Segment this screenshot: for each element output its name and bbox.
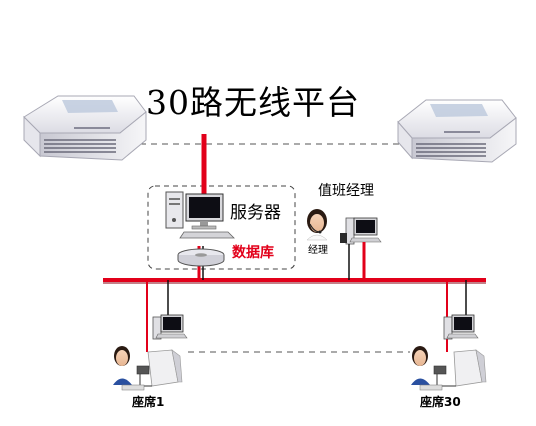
- server-group-box: [147, 185, 296, 270]
- duty-manager-computer: [340, 217, 382, 245]
- wireless-base-station-right: [397, 99, 517, 163]
- duty-manager-label: 值班经理: [318, 183, 374, 199]
- wireless-base-station-left: [23, 95, 147, 161]
- seat-first-workstation: [112, 314, 188, 391]
- database-label: 数据库: [232, 245, 274, 261]
- platform-title: 30路无线平台: [146, 83, 360, 122]
- seat-last-workstation: [410, 314, 487, 391]
- server-computer: [165, 191, 235, 239]
- server-label: 服务器: [230, 203, 281, 223]
- database-disk: [177, 248, 225, 267]
- duty-manager-avatar: [304, 206, 330, 241]
- seat-last-label: 座席30: [420, 395, 461, 409]
- seat-first-label: 座席1: [132, 395, 165, 409]
- manager-label: 经理: [308, 245, 328, 256]
